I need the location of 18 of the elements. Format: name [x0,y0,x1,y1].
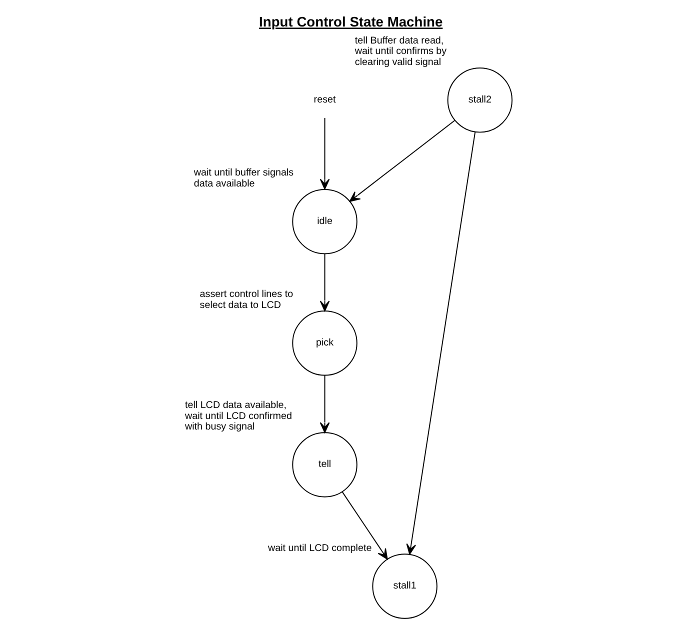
node-label: tell LCD data available, wait until LCD confirmed with busy signal [184,400,292,433]
node-label: wait until buffer signals data available [193,168,294,190]
node-circle: idle [292,189,357,254]
arrow [319,254,330,312]
node-circle: stall2 [446,67,512,133]
node-label: wait until LCD complete [267,543,372,554]
arrow [348,120,455,202]
arrow [341,491,388,560]
arrow [319,117,330,190]
node-label: assert control lines to select data to LCD [199,289,293,312]
arrow [406,132,476,555]
node-circle: tell [292,432,357,498]
node-label: tell Buffer data read, wait until confirms by clearing valid signal [354,35,446,68]
node-circle: stall1 [372,554,437,619]
node-circle: pick [292,310,357,376]
arrow [319,375,330,434]
node-text: reset [313,94,336,106]
diagram-title: Input Control State Machine [258,14,442,30]
